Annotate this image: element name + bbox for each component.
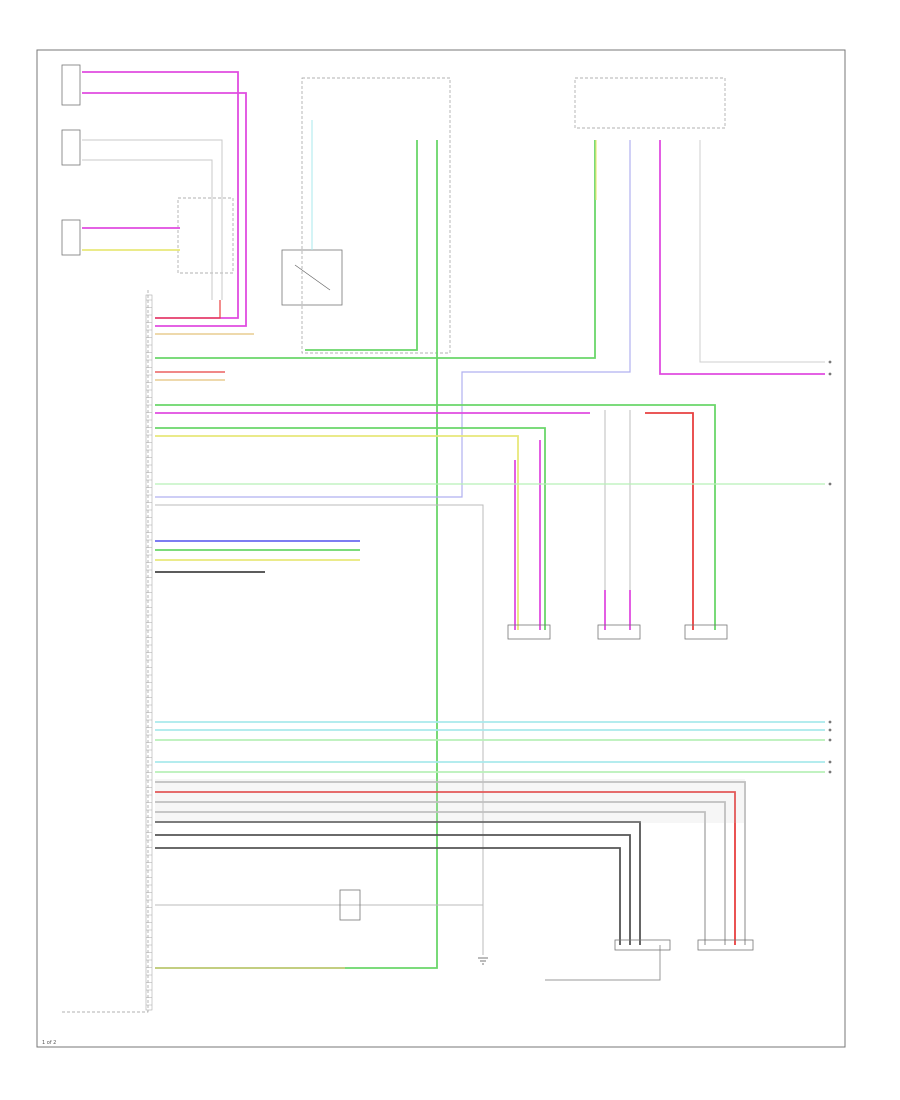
- wire-gray-right: [699, 140, 825, 363]
- wire-red-cam: [155, 791, 736, 945]
- wire-gray-a: [82, 139, 223, 300]
- rear-door-speaker-rh: [507, 624, 551, 640]
- front-door-speaker-rh: [597, 624, 641, 640]
- fuse-relay-block: [301, 77, 451, 354]
- wire-black-cam1: [155, 821, 641, 945]
- rear-door-speaker-lh: [61, 64, 81, 106]
- head-unit-outline: [60, 290, 149, 1013]
- page-footer-label: 1 of 2: [42, 1040, 56, 1046]
- ground-symbol: [478, 957, 488, 965]
- wire-gray-b: [82, 159, 213, 300]
- wire-pink-2: [82, 92, 247, 327]
- wire-gray-cam3: [155, 811, 706, 945]
- wire-red-tweet: [645, 412, 694, 630]
- off-page-connectors: [828, 360, 832, 774]
- wire-black-cam2: [155, 834, 631, 945]
- front-door-speaker-lh: [61, 219, 81, 256]
- wire-green-long: [155, 140, 438, 969]
- component-boxes: [339, 624, 754, 951]
- wire-gray-cam1: [155, 781, 746, 945]
- wire-green-fs1: [155, 404, 716, 630]
- wire-red-1: [155, 300, 221, 319]
- wire-pink-right: [659, 140, 825, 375]
- head-unit-pins: [146, 299, 152, 1006]
- wire-black-cam3: [155, 847, 621, 945]
- wire-pink-1: [82, 71, 239, 319]
- front-tweeter-lh: [61, 129, 81, 166]
- wire-gray-cam2: [155, 801, 726, 945]
- wire-gray-cam-ret: [545, 945, 661, 981]
- wire-blue-right: [155, 140, 631, 498]
- wire-green-2: [305, 140, 418, 351]
- front-tweeter-lh-box: [177, 197, 234, 274]
- front-tweeter-rh: [684, 624, 728, 640]
- wire-gray-gnd: [155, 504, 484, 955]
- wire-green-fs2: [155, 427, 546, 630]
- fuse-block-right: [574, 77, 726, 129]
- wire-yellow-fs2: [155, 435, 519, 630]
- diagram-frame: [36, 49, 846, 1048]
- camera-wiring-band: [155, 779, 745, 823]
- rear-view-camera: [697, 939, 754, 951]
- camera-control-unit: [614, 939, 671, 951]
- wire-green-ign: [155, 140, 596, 359]
- steering-switch: [339, 889, 361, 921]
- wires: [82, 71, 825, 981]
